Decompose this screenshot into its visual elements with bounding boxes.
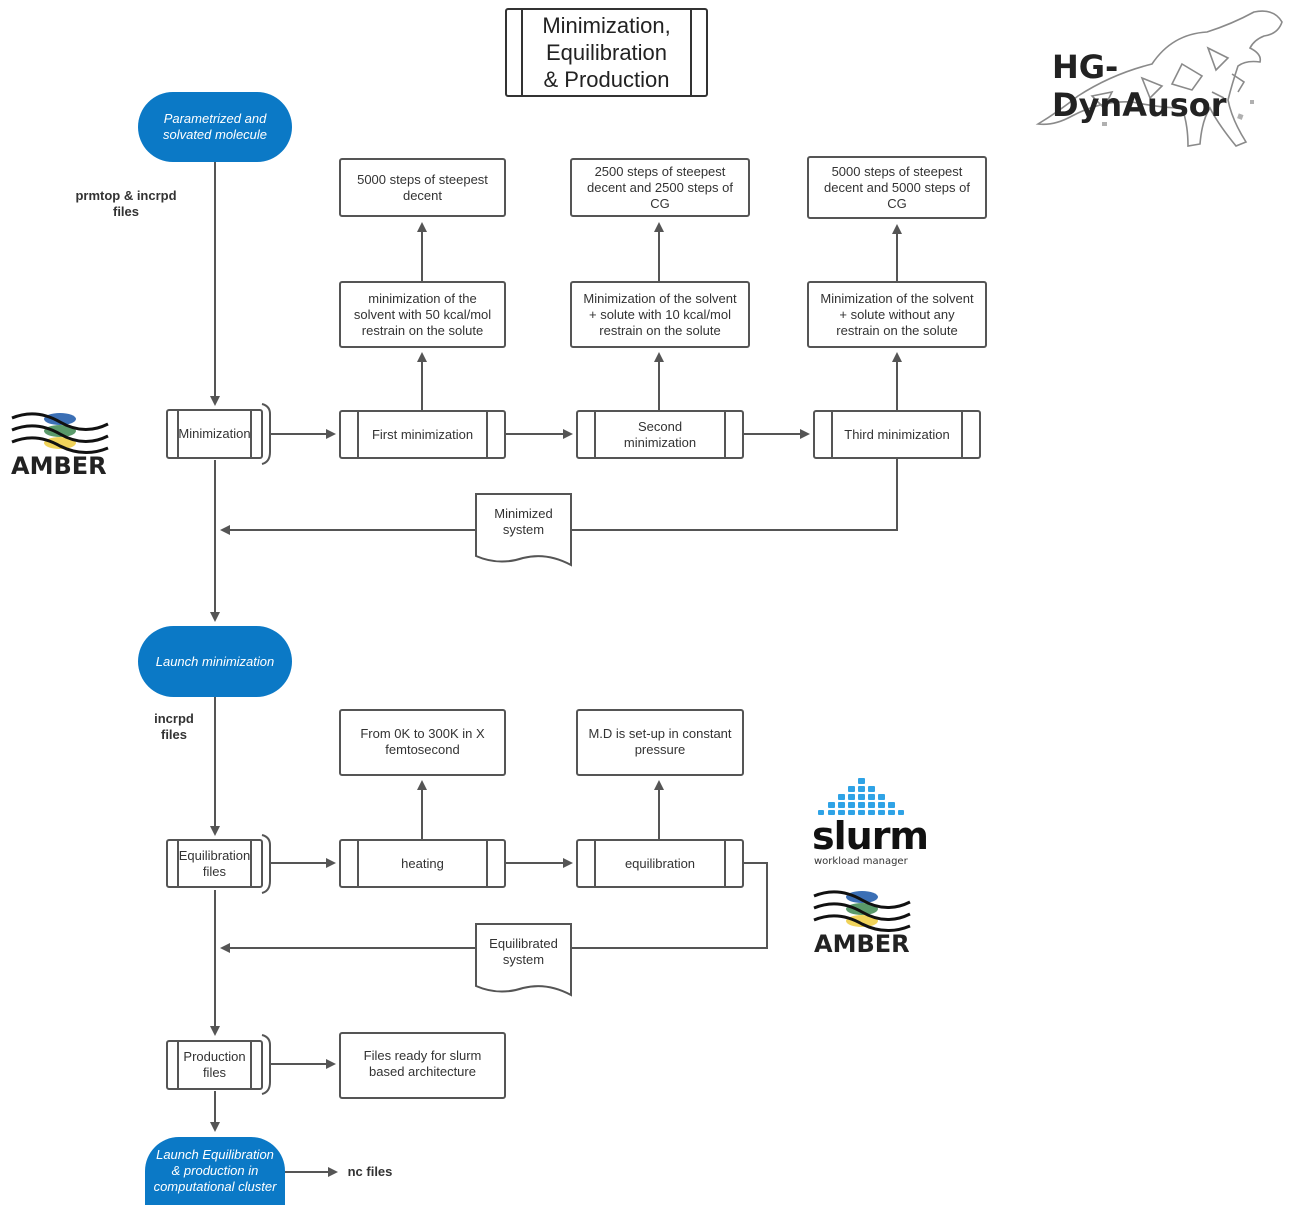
brace-equilibration: [261, 834, 271, 894]
detail-production: Files ready for slurm based architecture: [339, 1032, 506, 1099]
title-text: Minimization, Equilibration & Production: [542, 13, 671, 92]
amber-logo-top: AMBER: [10, 410, 110, 480]
subprocess-equilibration: Equilibration files: [166, 839, 263, 888]
detail-first-steps: 5000 steps of steepest decent: [339, 158, 506, 217]
amber-wordmark-right: AMBER: [814, 930, 910, 958]
edge-third-return: [571, 459, 898, 531]
subprocess-production-label: Production files: [183, 1049, 246, 1080]
detail-third-steps-text: 5000 steps of steepest decent and 5000 s…: [823, 163, 970, 211]
amber-wordmark-top: AMBER: [11, 452, 107, 480]
subprocess-minimization-label: Minimization: [178, 426, 251, 441]
detail-first-steps-text: 5000 steps of steepest decent: [357, 172, 488, 203]
terminal-launch-minimization-label: Launch minimization: [155, 653, 275, 669]
terminal-launch-minimization: Launch minimization: [138, 626, 292, 697]
step-third-minimization-label: Third minimization: [844, 426, 950, 442]
detail-equilibration-text: M.D is set-up in constant pressure: [588, 726, 732, 757]
detail-second-restraint: Minimization of the solvent + solute wit…: [570, 281, 750, 348]
detail-equilibration: M.D is set-up in constant pressure: [576, 709, 744, 776]
edge-label-incrpd: incrpd files: [154, 711, 194, 742]
step-first-minimization-label: First minimization: [371, 426, 474, 442]
brace-minimization: [261, 403, 271, 465]
slurm-logo: slurm workload manager: [810, 776, 929, 870]
detail-heating-text: From 0K to 300K in X femtosecond: [360, 726, 485, 757]
document-equilibrated-shape: [475, 923, 572, 997]
slurm-subtitle: workload manager: [814, 856, 908, 867]
step-second-minimization-label: Second minimization: [623, 418, 697, 450]
edge-label-prmtop: prmtop & incrpd files: [75, 188, 177, 219]
document-minimized-label: Minimized system: [494, 506, 553, 537]
title-box: Minimization, Equilibration & Production: [505, 8, 708, 97]
step-equilibration: equilibration: [576, 839, 744, 888]
detail-first-restraint: minimization of the solvent with 50 kcal…: [339, 281, 506, 348]
hg-dynausor-logo: HG-DynAusor: [1032, 4, 1284, 154]
amber-waves-icon: [11, 412, 109, 454]
subprocess-equilibration-label: Equilibration files: [178, 847, 251, 879]
detail-first-restraint-text: minimization of the solvent with 50 kcal…: [353, 290, 492, 338]
document-minimized-shape: [475, 493, 572, 567]
step-second-minimization: Second minimization: [576, 410, 744, 459]
detail-third-restraint: Minimization of the solvent + solute wit…: [807, 281, 987, 348]
detail-production-text: Files ready for slurm based architecture: [363, 1048, 482, 1079]
slurm-dots-icon: [818, 778, 904, 815]
document-equilibrated-label: Equilibrated system: [489, 936, 558, 967]
terminal-start-label: Parametrized and solvated molecule: [162, 111, 268, 142]
edge-equil-return: [571, 862, 768, 949]
step-equilibration-label: equilibration: [624, 855, 696, 871]
detail-third-restraint-text: Minimization of the solvent + solute wit…: [820, 290, 974, 338]
terminal-launch-equilibration-label: Launch Equilibration & production in com…: [153, 1147, 277, 1194]
step-heating: heating: [339, 839, 506, 888]
detail-second-steps: 2500 steps of steepest decent and 2500 s…: [570, 158, 750, 217]
detail-third-steps: 5000 steps of steepest decent and 5000 s…: [807, 156, 987, 219]
step-heating-label: heating: [401, 855, 444, 871]
terminal-start: Parametrized and solvated molecule: [138, 92, 292, 162]
detail-heating: From 0K to 300K in X femtosecond: [339, 709, 506, 776]
hg-dynausor-wordmark: HG-DynAusor: [1052, 48, 1227, 124]
dinosaur-icon: [1035, 10, 1283, 147]
step-first-minimization: First minimization: [339, 410, 506, 459]
subprocess-production: Production files: [166, 1040, 263, 1090]
detail-second-steps-text: 2500 steps of steepest decent and 2500 s…: [586, 163, 733, 211]
amber-waves-icon: [813, 890, 911, 932]
amber-logo-right: AMBER: [812, 888, 912, 958]
terminal-launch-equilibration: Launch Equilibration & production in com…: [145, 1137, 285, 1205]
subprocess-minimization: Minimization: [166, 409, 263, 459]
brace-production: [261, 1034, 271, 1095]
step-third-minimization: Third minimization: [813, 410, 981, 459]
edge-label-nc: nc files: [347, 1164, 393, 1179]
detail-second-restraint-text: Minimization of the solvent + solute wit…: [583, 290, 737, 338]
slurm-wordmark: slurm: [812, 814, 929, 858]
